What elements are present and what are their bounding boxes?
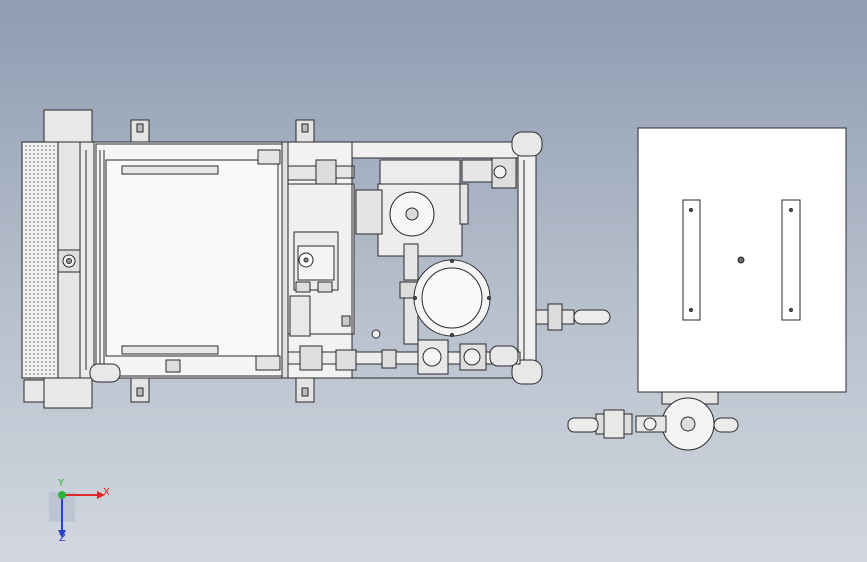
coordinate-triad: X Y Z	[45, 478, 115, 548]
base-plate[interactable]	[637, 127, 847, 393]
mounting-tab-bottom-left	[130, 377, 150, 403]
mounting-tab-top-right	[295, 119, 315, 143]
bottom-pipe	[287, 339, 521, 375]
bottom-small-box	[23, 379, 45, 403]
pump-icon	[661, 397, 715, 451]
x-axis-label: X	[103, 487, 110, 498]
mounting-tab-bottom-right	[295, 377, 315, 403]
mounting-tab-top-left	[130, 119, 150, 143]
flange-ring	[413, 259, 491, 337]
coordinate-triad-icon	[49, 491, 105, 538]
pump-unit[interactable]	[567, 391, 739, 451]
side-outlet-valve	[535, 303, 611, 331]
valve-icon	[595, 409, 633, 439]
z-axis-label: Z	[59, 533, 66, 544]
plate-slot-left	[682, 199, 701, 321]
enclosure-inner-panel	[105, 159, 279, 357]
top-header-box	[43, 109, 93, 143]
main-assembly[interactable]	[21, 109, 611, 409]
plate-center-hole	[737, 256, 745, 264]
y-axis-label: Y	[58, 478, 65, 489]
plate-slot-right	[781, 199, 801, 321]
caster-wheels	[89, 131, 543, 385]
bottom-foot-box	[43, 377, 93, 409]
pump-motor	[355, 159, 469, 257]
perforated-panel	[21, 141, 59, 379]
